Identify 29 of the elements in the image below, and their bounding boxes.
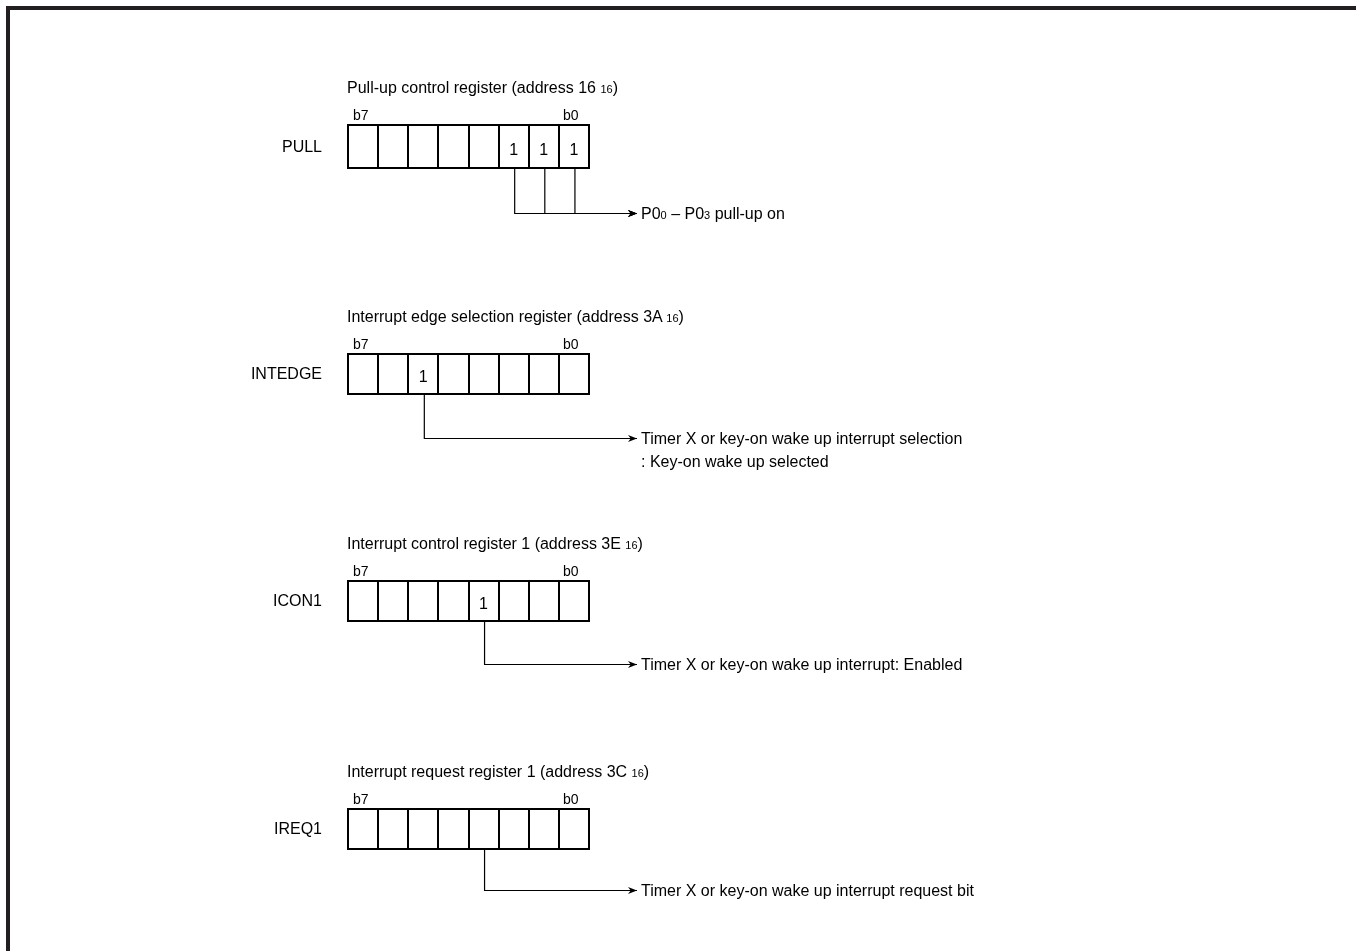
bit-label: b0 bbox=[563, 336, 579, 352]
bit-label: b7 bbox=[353, 336, 369, 352]
register-name: ICON1 bbox=[273, 591, 322, 610]
bit-label: b0 bbox=[563, 791, 579, 807]
bit-cell: 1 bbox=[559, 126, 590, 167]
register-name: IREQ1 bbox=[274, 819, 322, 838]
arrow bbox=[574, 166, 638, 218]
arrow bbox=[423, 392, 638, 443]
description-text: : Key-on wake up selected bbox=[641, 452, 830, 472]
description-text: Timer X or key-on wake up interrupt: Enabled bbox=[641, 655, 963, 675]
bit-label: b7 bbox=[353, 791, 369, 807]
register-row bbox=[347, 808, 590, 850]
bit-label: b7 bbox=[353, 107, 369, 123]
bit-cell: 1 bbox=[499, 126, 530, 167]
register-name: PULL bbox=[281, 136, 322, 156]
description-text: Timer X or key-on wake up interrupt request bit bbox=[641, 881, 974, 901]
arrow bbox=[483, 847, 638, 895]
description-text: Timer X or key-on wake up interrupt selection bbox=[641, 429, 963, 449]
arrow bbox=[483, 619, 638, 669]
bit-label: b0 bbox=[563, 563, 579, 579]
register-row bbox=[347, 124, 590, 169]
bit-label: b7 bbox=[353, 563, 369, 579]
register-row bbox=[347, 353, 590, 395]
bit-cell: 1 bbox=[409, 355, 440, 393]
bit-cell: 1 bbox=[469, 582, 500, 620]
bit-label: b0 bbox=[563, 107, 579, 123]
bit-cell: 1 bbox=[529, 126, 560, 167]
register-row bbox=[347, 580, 590, 622]
register-name: INTEDGE bbox=[250, 364, 322, 383]
